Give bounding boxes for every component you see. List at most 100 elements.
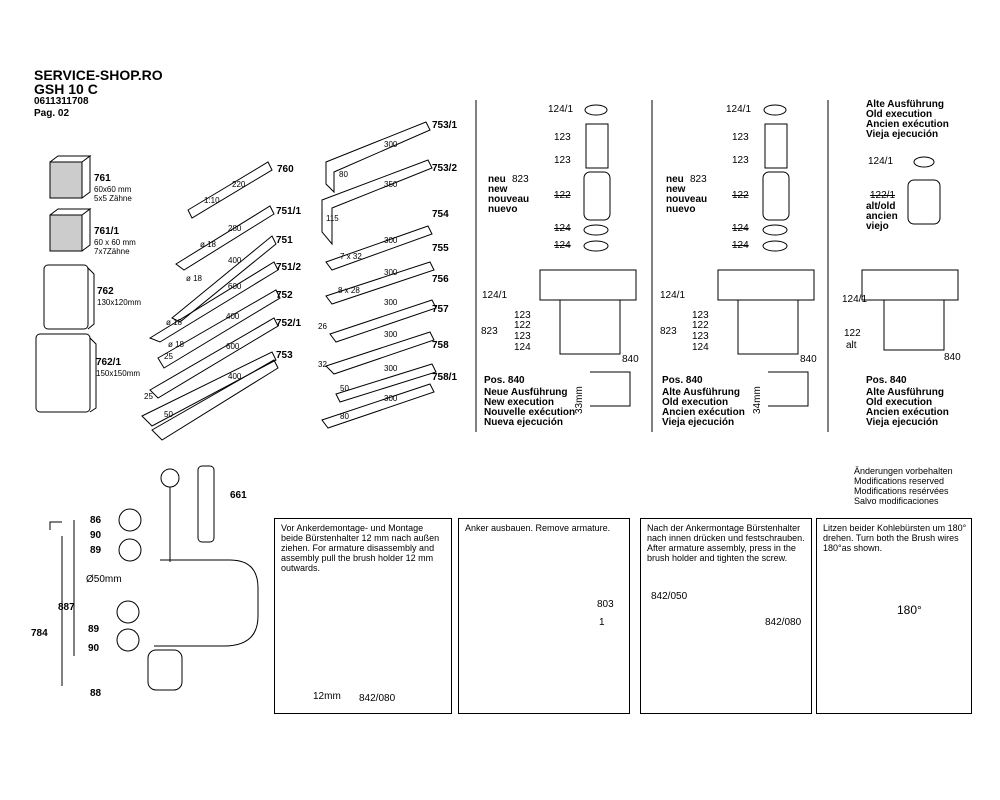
p2-ref: 124 <box>732 240 749 251</box>
p3-alt-3: viejo <box>866 221 889 232</box>
step-3-ref-842-050: 842/050 <box>651 591 688 602</box>
p2-sec-ref: 122 <box>692 320 709 331</box>
p3-title-es: Vieja ejecución <box>866 129 939 140</box>
p3-sec-ref: 124/1 <box>842 294 868 305</box>
chisel-mark: 350 <box>384 180 398 189</box>
p1-desc-es: Nueva ejecución <box>484 417 563 428</box>
step-1-dim: 12mm <box>313 691 341 702</box>
p3-title-de: Alte Ausführung <box>866 99 944 110</box>
p1-new-es: nuevo <box>488 204 518 215</box>
chisel-752-1-label: 752/1 <box>276 318 302 329</box>
p2-pos: Pos. 840 <box>662 375 703 386</box>
p3-desc-de: Alte Ausführung <box>866 387 944 398</box>
step-4-angle: 180° <box>897 603 922 617</box>
p1-new-de: neu <box>488 174 506 185</box>
p2-new-ref: 823 <box>690 174 707 185</box>
step-2-text: Anker ausbauen. Remove armature. <box>465 523 611 533</box>
p2-new-es: nuevo <box>666 204 696 215</box>
chisel-mark: 26 <box>318 322 327 331</box>
p1-new-en: new <box>488 184 508 195</box>
p3-sec-ref: 122 <box>844 328 861 339</box>
chisel-755-label: 755 <box>432 243 449 254</box>
p2-ref: 123 <box>732 155 749 166</box>
p2-sec-ref: 123 <box>692 331 709 342</box>
handle-ref-784: 784 <box>31 628 48 639</box>
modifications-es: Salvo modificaciones <box>854 496 939 506</box>
step-2-ref-1: 1 <box>599 617 605 628</box>
p2-desc-fr: Ancien exécution <box>662 407 745 418</box>
chisel-mark: 7 x 32 <box>340 252 362 261</box>
plate-761-1-label: 761/1 <box>94 226 120 237</box>
chisel-mark: 50 <box>164 410 173 419</box>
chisel-753-label: 753 <box>276 350 293 361</box>
chisel-mark: 220 <box>232 180 246 189</box>
chisel-mark: 80 <box>340 412 349 421</box>
step-1-text: Vor Ankerdemontage- und Montage beide Bü… <box>281 523 440 573</box>
step-1-box: Vor Ankerdemontage- und Montage beide Bü… <box>274 518 452 714</box>
p2-sec-ref: 124 <box>692 342 709 353</box>
chisel-mark: 400 <box>226 312 240 321</box>
p3-sec-ref: alt <box>846 340 857 351</box>
handle-ref-88: 88 <box>90 688 102 699</box>
p2-sec-ref: 823 <box>660 326 677 337</box>
chisel-mark: 1:10 <box>204 196 220 205</box>
p1-dim: 33mm <box>574 386 585 414</box>
p1-desc-en: New execution <box>484 397 555 408</box>
page-number: Pag. 02 <box>34 108 70 119</box>
p2-new-de: neu <box>666 174 684 185</box>
chisel-753-2-label: 753/2 <box>432 163 458 174</box>
p1-pos: Pos. 840 <box>484 375 525 386</box>
p3-desc-es: Vieja ejecución <box>866 417 939 428</box>
p1-new-fr: nouveau <box>488 194 530 205</box>
p1-ref: 124 <box>554 240 571 251</box>
p2-desc-en: Old execution <box>662 397 729 408</box>
chisel-mark: 300 <box>384 140 398 149</box>
handle-ref-661: 661 <box>230 490 247 501</box>
chisel-mark: ø 18 <box>166 318 183 327</box>
modifications-en: Modifications reserved <box>854 476 945 486</box>
chisel-752-label: 752 <box>276 290 293 301</box>
p1-new-ref: 823 <box>512 174 529 185</box>
p1-ref: 122 <box>554 190 571 201</box>
chisel-751-label: 751 <box>276 235 293 246</box>
plate-762-1-label: 762/1 <box>96 357 122 368</box>
chisel-mark: 280 <box>228 224 242 233</box>
p3-desc-fr: Ancien exécution <box>866 407 949 418</box>
chisel-754-label: 754 <box>432 209 449 220</box>
plate-762-1-desc-1: 150x150mm <box>96 369 141 378</box>
chisel-mark: 80 <box>339 170 348 179</box>
p2-ref: 122 <box>732 190 749 201</box>
p2-dim: 34mm <box>752 386 763 414</box>
p2-desc: Alte Ausführung Old execution Ancien exé… <box>662 388 745 428</box>
plate-762-desc-1: 130x120mm <box>97 298 142 307</box>
p2-desc-es: Vieja ejecución <box>662 417 735 428</box>
p1-desc-fr: Nouvelle exécution <box>484 407 576 418</box>
chisel-751-1-label: 751/1 <box>276 206 302 217</box>
p1-sec-ref: 123 <box>514 310 531 321</box>
chisel-mark: 300 <box>384 394 398 403</box>
plate-762-label: 762 <box>97 286 114 297</box>
step-4-text: Litzen beider Kohlebürsten um 180° drehe… <box>823 523 967 553</box>
p1-sec-ref: 122 <box>514 320 531 331</box>
p2-ref: 124 <box>732 223 749 234</box>
chisel-mark: ø 18 <box>168 340 185 349</box>
step-3-ref-842-080: 842/080 <box>765 617 802 628</box>
chisel-mark: ø 18 <box>200 240 217 249</box>
plate-761-1-desc-2: 7x7Zähne <box>94 247 130 256</box>
step-3-box: Nach der Ankermontage Bürstenhalter nach… <box>640 518 812 714</box>
p1-new-label: neu new nouveau nuevo <box>488 175 529 215</box>
chisel-mark: 32 <box>318 360 327 369</box>
handle-ref-887: 887 <box>58 602 75 613</box>
handle-ref-diameter: Ø50mm <box>86 574 122 585</box>
plate-761-desc-2: 5x5 Zähne <box>94 194 132 203</box>
chisel-751-2-label: 751/2 <box>276 262 302 273</box>
chisel-mark: 400 <box>228 256 242 265</box>
p2-new-fr: nouveau <box>666 194 708 205</box>
p3-pos: Pos. 840 <box>866 375 907 386</box>
chisel-mark: 50 <box>340 384 349 393</box>
plate-761-desc-1: 60x60 mm <box>94 185 132 194</box>
p1-desc: Neue Ausführung New execution Nouvelle e… <box>484 388 575 428</box>
chisel-mark: 25 <box>144 392 153 401</box>
chisel-mark: 300 <box>384 236 398 245</box>
handle-ref-90: 90 <box>90 530 102 541</box>
